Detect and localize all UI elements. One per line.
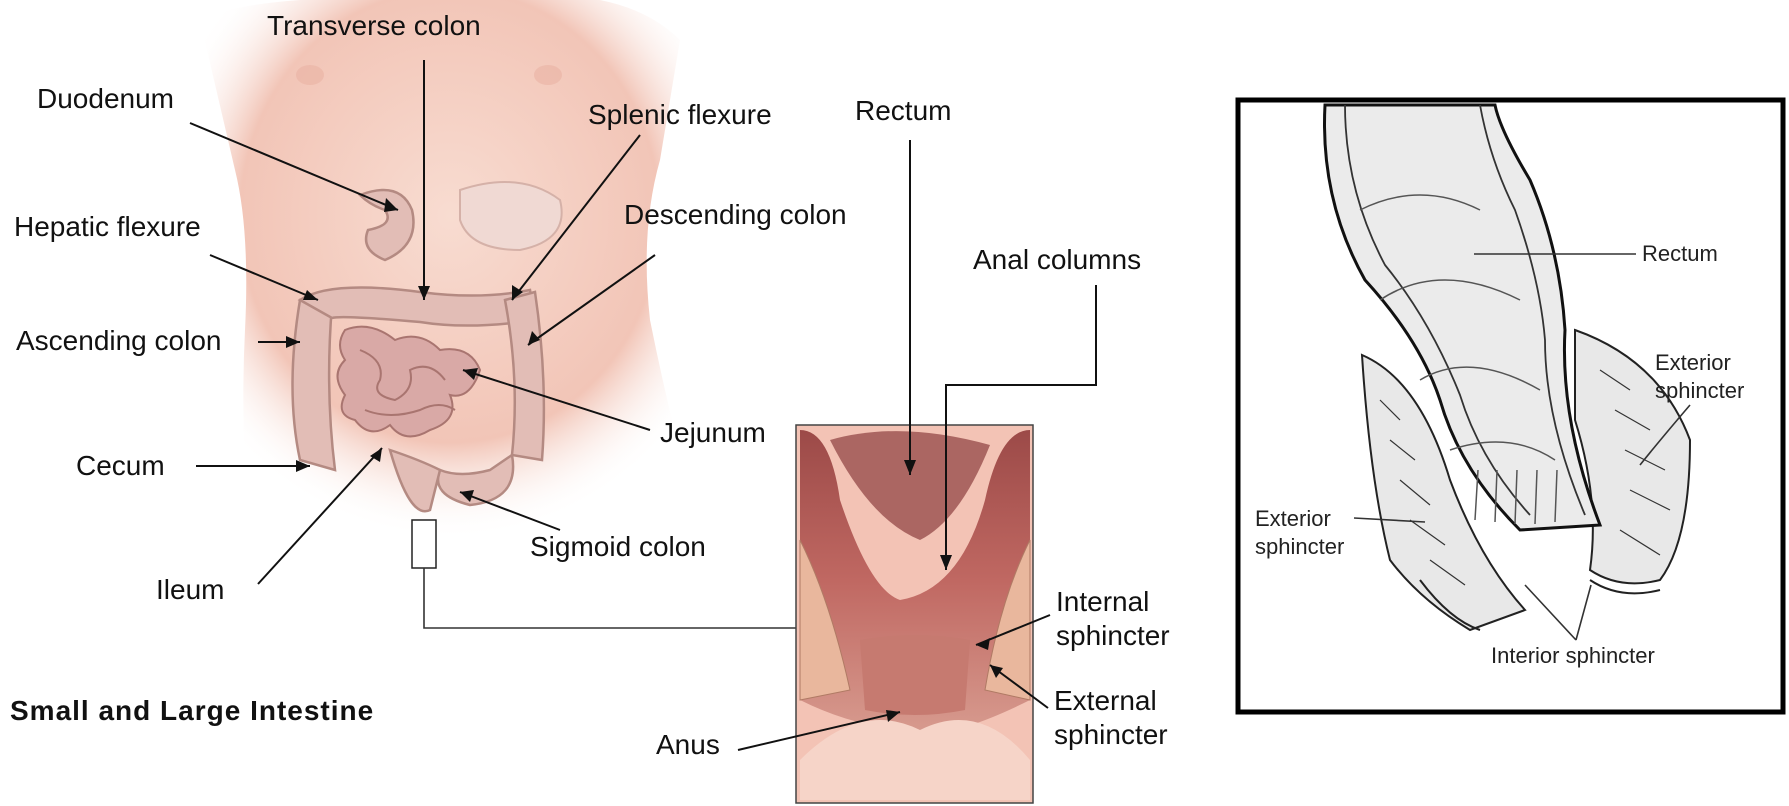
label-internal-sphincter: Internal sphincter [1056,586,1170,651]
sketch-label-rectum: Rectum [1642,241,1718,266]
rectum-sketch-panel [1238,100,1783,712]
torso-body [200,0,700,540]
label-duodenum: Duodenum [37,83,174,114]
label-anus: Anus [656,729,720,760]
label-descending-colon: Descending colon [624,199,847,230]
label-splenic-flexure: Splenic flexure [588,99,772,130]
torso-illustration [200,0,700,540]
label-hepatic-flexure: Hepatic flexure [14,211,201,242]
label-sigmoid-colon: Sigmoid colon [530,531,706,562]
sketch-label-interior-sphincter: Interior sphincter [1491,643,1655,668]
label-rectum-left: Rectum [855,95,951,126]
label-cecum: Cecum [76,450,165,481]
label-transverse-colon: Transverse colon [267,10,481,41]
rectum-cross-section [796,425,1033,803]
figure-title: Small and Large Intestine [10,695,374,726]
label-ileum: Ileum [156,574,224,605]
label-external-sphincter: External sphincter [1054,685,1168,750]
label-ascending-colon: Ascending colon [16,325,221,356]
label-jejunum: Jejunum [660,417,766,448]
rectum-callout-box [412,520,436,568]
label-anal-columns: Anal columns [973,244,1141,275]
